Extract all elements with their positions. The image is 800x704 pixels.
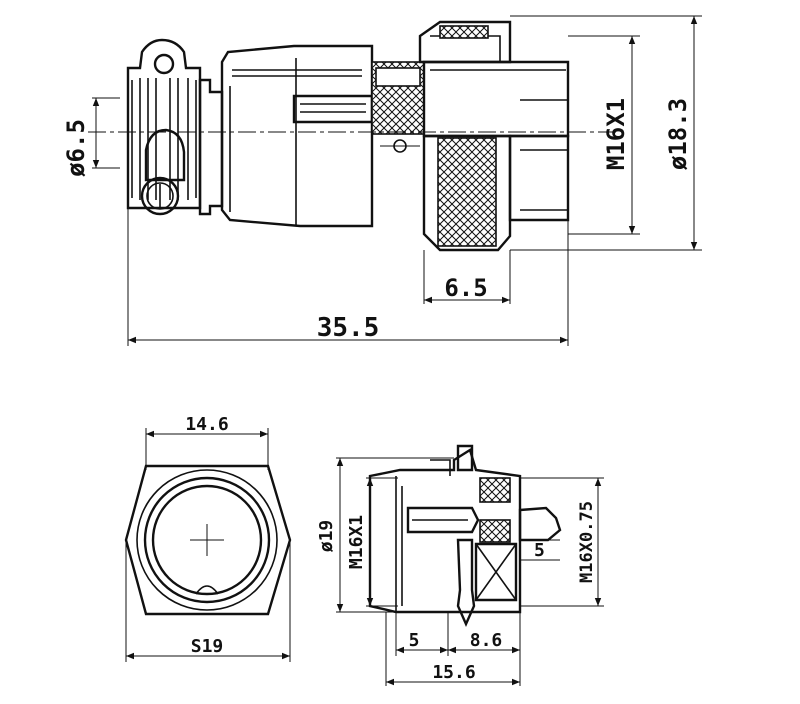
nut-body xyxy=(422,134,512,252)
dim-socket-thread-right: M16X0.75 xyxy=(520,477,604,607)
contact-pin xyxy=(292,94,374,124)
nut-top xyxy=(418,20,512,64)
front-view: 14.6 S19 xyxy=(124,414,292,662)
dim-flat-width: 14.6 xyxy=(145,414,269,470)
label-hex: S19 xyxy=(191,636,224,657)
barrel xyxy=(220,44,374,228)
dim-thread: M16X1 xyxy=(568,35,640,235)
socket-body xyxy=(368,448,522,614)
socket-pin-stem xyxy=(456,538,476,627)
label-cable-diameter: ø6.5 xyxy=(62,119,90,177)
dim-total-length: 35.5 xyxy=(127,208,569,346)
label-socket-diameter: ø19 xyxy=(316,520,337,553)
dim-cable-diameter: ø6.5 xyxy=(62,97,120,177)
dim-socket-thread-left: M16X1 xyxy=(346,477,398,607)
dim-socket-diameter: ø19 xyxy=(316,457,454,613)
dim-socket-left-5: 5 xyxy=(395,612,449,656)
socket-view: ø19 M16X1 M16X0.75 5 5 8.6 xyxy=(316,444,604,686)
dim-socket-total: 15.6 xyxy=(385,612,520,686)
dim-socket-pin: 5 xyxy=(520,539,560,561)
collar xyxy=(198,78,224,216)
socket-contact xyxy=(406,506,480,534)
dim-socket-8-6: 8.6 xyxy=(448,612,521,686)
label-socket-total: 15.6 xyxy=(432,662,475,683)
label-total-length: 35.5 xyxy=(317,313,380,343)
label-socket-pin: 5 xyxy=(534,540,545,561)
label-flat-width: 14.6 xyxy=(185,414,228,435)
label-body-diameter: ø18.3 xyxy=(664,98,692,170)
label-socket-8-6: 8.6 xyxy=(470,630,503,651)
label-thread: M16X1 xyxy=(602,98,630,170)
label-socket-thread-right: M16X0.75 xyxy=(577,501,597,583)
dim-body-diameter: ø18.3 xyxy=(510,15,702,251)
side-view: ø6.5 M16X1 ø18.3 6.5 35.5 xyxy=(62,15,702,346)
label-nut-width: 6.5 xyxy=(444,274,487,302)
label-socket-left-5: 5 xyxy=(409,630,420,651)
cable-clamp xyxy=(126,38,202,216)
label-socket-thread-left: M16X1 xyxy=(346,515,367,569)
dim-nut-width: 6.5 xyxy=(423,250,511,304)
dim-hex: S19 xyxy=(125,540,291,662)
center-cross xyxy=(190,524,224,556)
